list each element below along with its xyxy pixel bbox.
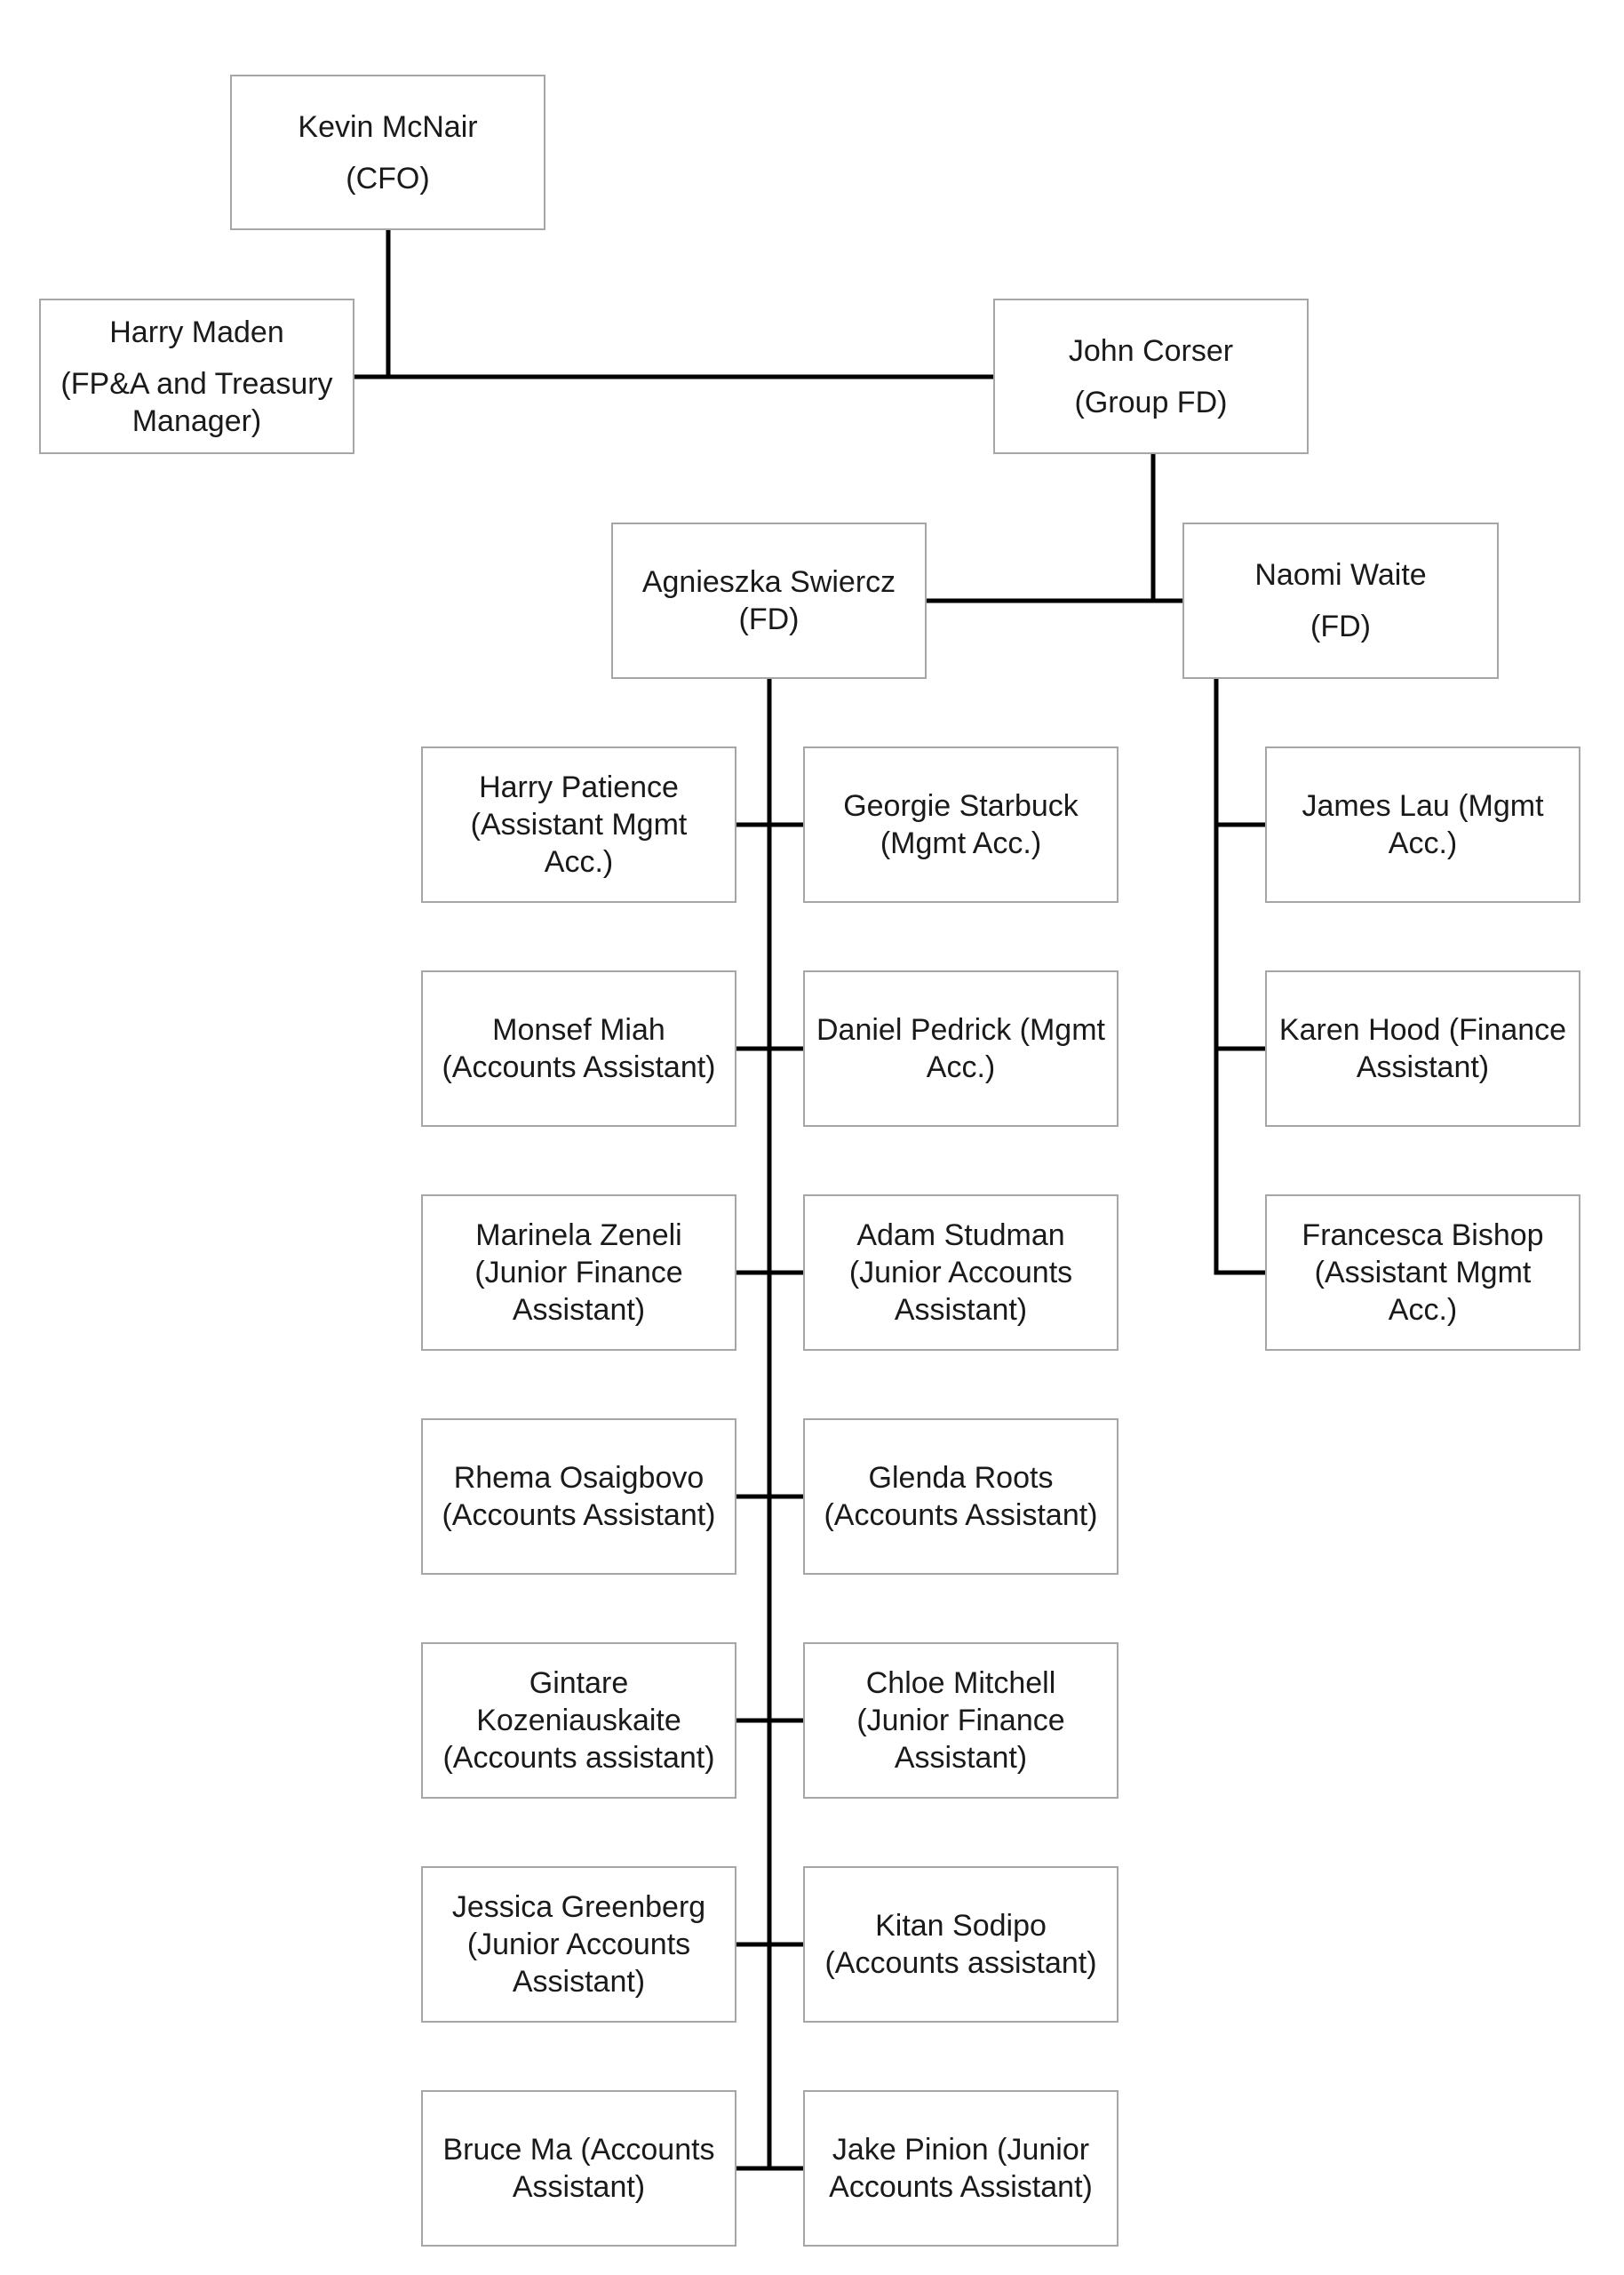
node-role: (FD)	[738, 603, 800, 636]
node-role: (FP&A and Treasury	[60, 366, 333, 401]
node-role: (FD)	[1310, 610, 1371, 643]
node-text-line: Georgie Starbuck	[843, 789, 1079, 823]
node-text-line: (Accounts assistant)	[442, 1741, 715, 1775]
node-text-line: Bruce Ma (Accounts	[442, 2133, 715, 2167]
node-text-line: Acc.)	[926, 1050, 996, 1084]
node-name: Agnieszka Swiercz	[641, 565, 896, 599]
node-text-line: (Accounts Assistant)	[442, 1050, 716, 1084]
node-text-line: Marinela Zeneli	[475, 1218, 682, 1252]
node-text-line: (Mgmt Acc.)	[880, 826, 1042, 860]
node-text-line: Gintare	[529, 1666, 629, 1700]
node-text-line: (Junior Finance	[474, 1256, 683, 1289]
node-text-line: Assistant)	[894, 1741, 1028, 1775]
node-text-line: Glenda Roots	[868, 1461, 1054, 1495]
node-fpa-manager: Harry Maden (FP&A and Treasury Manager)	[39, 299, 354, 454]
node-text-line: (Assistant Mgmt	[1314, 1256, 1532, 1289]
node-text-line: (Accounts assistant)	[824, 1946, 1097, 1980]
node-text-line: James Lau (Mgmt	[1302, 789, 1544, 823]
node-text-line: Jake Pinion (Junior	[832, 2133, 1090, 2167]
node-text-line: Acc.)	[544, 845, 614, 879]
node-text-line: (Junior Finance	[856, 1704, 1065, 1737]
node-name: Harry Maden	[109, 315, 284, 349]
node-name: Kevin McNair	[298, 109, 478, 144]
node-text-line: (Junior Accounts	[848, 1256, 1073, 1289]
node-group-fd: John Corser (Group FD)	[993, 299, 1309, 454]
node-text-line: Accounts Assistant)	[829, 2170, 1093, 2204]
staff-node: Monsef Miah(Accounts Assistant)	[421, 970, 736, 1127]
node-text-line: Kitan Sodipo	[875, 1909, 1047, 1943]
node-text-line: Harry Patience	[479, 770, 679, 804]
node-text-line: Assistant)	[512, 1965, 646, 1999]
node-fd-naomi: Naomi Waite (FD)	[1182, 523, 1499, 679]
node-text-line: Rhema Osaigbovo	[453, 1461, 705, 1495]
node-text-line: (Assistant Mgmt	[470, 808, 688, 842]
staff-node: Kitan Sodipo(Accounts assistant)	[803, 1866, 1118, 2023]
node-text-line: Chloe Mitchell	[865, 1666, 1056, 1700]
node-text-line: Karen Hood (Finance	[1278, 1013, 1567, 1047]
node-name: Naomi Waite	[1254, 558, 1427, 592]
node-role: (CFO)	[346, 161, 430, 196]
node-text-line: Daniel Pedrick (Mgmt	[816, 1013, 1105, 1047]
node-text-line: Francesca Bishop	[1302, 1218, 1544, 1252]
staff-node: Glenda Roots(Accounts Assistant)	[803, 1418, 1118, 1575]
staff-node: Rhema Osaigbovo(Accounts Assistant)	[421, 1418, 736, 1575]
node-text-line: Monsef Miah	[492, 1013, 665, 1047]
node-text-line: Acc.)	[1388, 1293, 1458, 1327]
node-text-line: Assistant)	[512, 1293, 646, 1327]
node-fd-agnieszka: Agnieszka Swiercz (FD)	[611, 523, 927, 679]
node-text-line: Assistant)	[894, 1293, 1028, 1327]
node-cfo: Kevin McNair (CFO)	[230, 75, 545, 230]
node-text-line: Kozeniauskaite	[476, 1704, 681, 1737]
staff-node: Georgie Starbuck(Mgmt Acc.)	[803, 746, 1118, 903]
node-text-line: (Accounts Assistant)	[442, 1498, 716, 1532]
node-name: John Corser	[1068, 333, 1234, 368]
node-text-line: Acc.)	[1388, 826, 1458, 860]
node-text-line: (Junior Accounts	[466, 1928, 691, 1961]
node-text-line: (Accounts Assistant)	[824, 1498, 1098, 1532]
node-text-line: Adam Studman	[856, 1218, 1065, 1252]
node-role-cont: Manager)	[131, 403, 262, 438]
node-role: (Group FD)	[1074, 385, 1228, 419]
node-text-line: Assistant)	[1356, 1050, 1490, 1084]
node-text-line: Jessica Greenberg	[451, 1890, 706, 1924]
node-text-line: Assistant)	[512, 2170, 646, 2204]
